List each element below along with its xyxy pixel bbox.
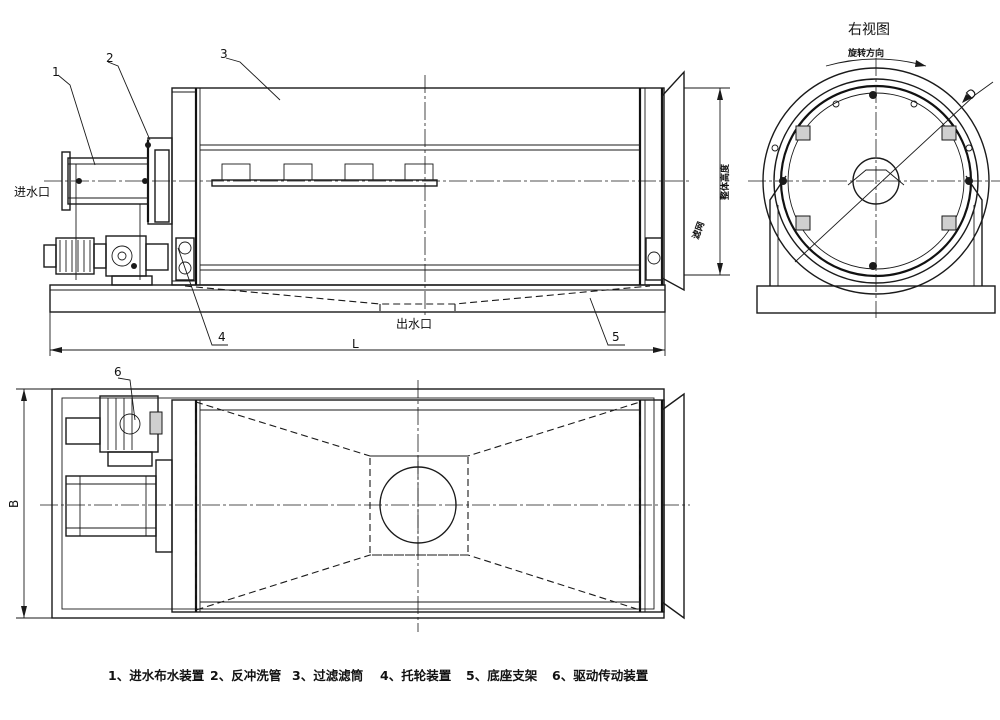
legend-item-2: 2、反冲洗管 <box>210 668 281 683</box>
plan-drive-unit <box>65 395 163 467</box>
inlet-label: 进水口 <box>14 185 50 199</box>
side-view <box>748 58 1000 318</box>
plan-inlet <box>65 475 157 537</box>
dim-l-label: L <box>352 337 359 351</box>
leader-5 <box>589 297 625 346</box>
base-frame <box>49 284 666 313</box>
backwash-pipe <box>211 179 438 187</box>
drive-unit <box>43 235 169 286</box>
plan-view <box>16 377 690 632</box>
outlet-hopper <box>184 285 651 305</box>
legend-item-1: 1、进水布水装置 <box>108 668 205 683</box>
front-view <box>43 57 730 356</box>
callout-1: 1 <box>52 65 60 79</box>
callout-2: 2 <box>106 51 114 65</box>
outlet-label: 出水口 <box>396 317 432 331</box>
rotation-arrow <box>825 58 927 67</box>
support-roller <box>175 237 195 281</box>
dim-b-label: B <box>7 500 21 508</box>
plan-hopper <box>195 401 641 611</box>
legend-item-3: 3、过滤滤筒 <box>292 668 363 683</box>
callout-4: 4 <box>218 330 226 344</box>
outlet-flange <box>661 70 685 292</box>
callout-5: 5 <box>612 330 620 344</box>
legend-item-5: 5、底座支架 <box>466 668 538 683</box>
leader-2 <box>107 61 151 141</box>
legend-item-4: 4、托轮装置 <box>380 668 452 683</box>
height-label-1: 整体高度 <box>719 163 731 201</box>
leader-6 <box>117 377 136 421</box>
legend-item-6: 6、驱动传动装置 <box>552 668 649 683</box>
rotation-label: 旋转方向 <box>847 47 884 59</box>
leader-3 <box>225 57 281 101</box>
right-view-title: 右视图 <box>848 22 890 38</box>
height-label-2: 滤网 <box>690 220 707 241</box>
callout-6: 6 <box>114 365 122 379</box>
leader-1 <box>57 74 96 166</box>
callout-3: 3 <box>220 47 228 61</box>
leader-4 <box>177 247 228 346</box>
